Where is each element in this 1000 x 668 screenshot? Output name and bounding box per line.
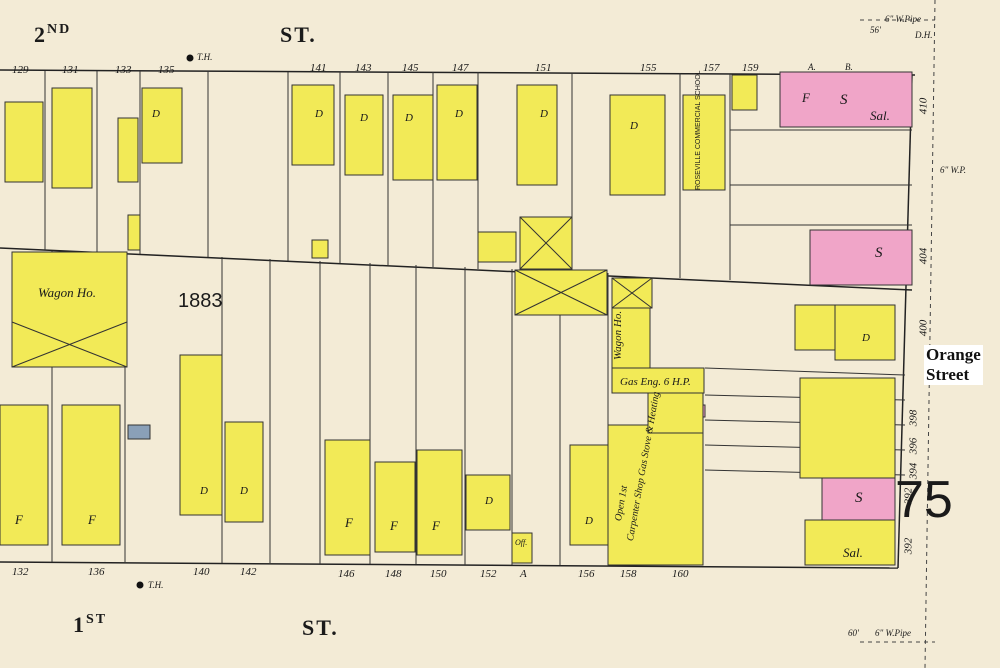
dwelling-letter: D xyxy=(540,108,548,120)
address-label: 146 xyxy=(338,568,355,580)
address-label: 133 xyxy=(115,64,132,76)
dwelling-letter: D xyxy=(152,108,160,120)
east-street-line-1: Orange xyxy=(926,345,981,364)
flat-letter: F xyxy=(88,512,96,527)
school-label: ROSEVILLE COMMERCIAL SCHOOL xyxy=(695,70,702,190)
north-street-suffix: ND xyxy=(47,22,72,37)
address-label: 143 xyxy=(355,62,372,74)
address-label: 158 xyxy=(620,568,637,580)
dwelling-letter: D xyxy=(585,515,593,527)
address-label: 394 xyxy=(907,462,920,480)
dwelling-letter: D xyxy=(240,485,248,497)
east-street-label: Orange Street xyxy=(924,345,983,385)
south-street-st: ST. xyxy=(302,615,339,640)
sheet-number: 75 xyxy=(895,471,953,529)
sal-label-2: Sal. xyxy=(870,108,890,123)
store-letter: S xyxy=(840,92,848,108)
dwelling-letter: D xyxy=(485,495,493,507)
dwelling-letter: D xyxy=(200,485,208,497)
dwelling-letter: D xyxy=(630,120,638,132)
hydrant-label-north: T.H. xyxy=(197,52,213,62)
flat-letter: F xyxy=(432,518,440,533)
frame-buildings-south xyxy=(0,251,896,566)
block-outline xyxy=(0,69,916,569)
address-label: 410 xyxy=(917,97,930,115)
pipe-label-top: 6" W.Pipe xyxy=(885,14,921,24)
well-marker xyxy=(127,424,151,440)
address-label: 155 xyxy=(640,62,657,74)
building-crosses xyxy=(11,216,653,368)
address-label: 159 xyxy=(742,62,759,74)
flat-letter: F xyxy=(15,512,23,527)
address-label: 136 xyxy=(88,566,105,578)
address-label: 129 xyxy=(12,64,29,76)
brick-buildings xyxy=(659,71,913,521)
north-street-label: 2ND xyxy=(34,22,71,48)
address-label: 151 xyxy=(535,62,552,74)
wagon-house-label: Wagon Ho. xyxy=(38,285,97,300)
marker-a: A. xyxy=(808,62,816,72)
sal-label: Sal. xyxy=(843,545,863,560)
dwelling-letter: D xyxy=(360,112,368,124)
address-label: 140 xyxy=(193,566,210,578)
pipe-label-mid: 6" W.P. xyxy=(940,165,967,175)
north-street-number: 2 xyxy=(34,22,47,47)
store-letter: S xyxy=(875,245,883,261)
dwelling-letter: D xyxy=(862,332,870,344)
address-label: 392 xyxy=(902,487,915,505)
address-label: 152 xyxy=(480,568,497,580)
address-label: 135 xyxy=(158,64,175,76)
address-label: 147 xyxy=(452,62,469,74)
address-label: 400 xyxy=(917,319,930,337)
hydrant-markers xyxy=(136,54,194,589)
lot-lines-north xyxy=(44,71,912,280)
gas-engine-label: Gas Eng. 6 H.P. xyxy=(620,376,691,388)
year-label: 1883 xyxy=(178,290,223,312)
dwelling-letter: D xyxy=(405,112,413,124)
address-label: 145 xyxy=(402,62,419,74)
address-label: 142 xyxy=(240,566,257,578)
flat-letter: F xyxy=(802,90,810,105)
south-street-suffix: ST xyxy=(86,612,108,627)
dwelling-letter: D xyxy=(315,108,323,120)
address-label: 398 xyxy=(907,409,920,427)
address-label: 131 xyxy=(62,64,79,76)
address-label: 392 xyxy=(902,537,915,555)
address-label: 404 xyxy=(917,247,930,265)
pipe-label-bottom: 6" W.Pipe xyxy=(875,628,911,638)
wagon-house-2-label: Wagon Ho. xyxy=(612,310,624,360)
flat-letter: F xyxy=(345,515,353,530)
hydrant-label-south: T.H. xyxy=(148,580,164,590)
address-label: 160 xyxy=(672,568,689,580)
east-street-line-2: Street xyxy=(926,365,970,384)
width-label-top: 56' xyxy=(870,25,881,35)
office-label: Off. xyxy=(515,538,528,547)
marker-b: B. xyxy=(845,62,853,72)
address-label: 150 xyxy=(430,568,447,580)
width-label-bottom: 60' xyxy=(848,628,859,638)
south-street-number: 1 xyxy=(73,612,86,637)
flat-letter: F xyxy=(390,518,398,533)
address-label: 132 xyxy=(12,566,29,578)
address-label: 141 xyxy=(310,62,327,74)
address-label: 156 xyxy=(578,568,595,580)
south-street-label: 1ST xyxy=(73,612,107,638)
address-label: A xyxy=(520,568,527,580)
dwelling-letter: D xyxy=(455,108,463,120)
north-street-st: ST. xyxy=(280,22,317,47)
address-label: 396 xyxy=(907,437,920,455)
store-letter: S xyxy=(855,490,863,506)
address-label: 148 xyxy=(385,568,402,580)
dh-label: D.H. xyxy=(915,30,933,40)
address-label: 157 xyxy=(703,62,720,74)
